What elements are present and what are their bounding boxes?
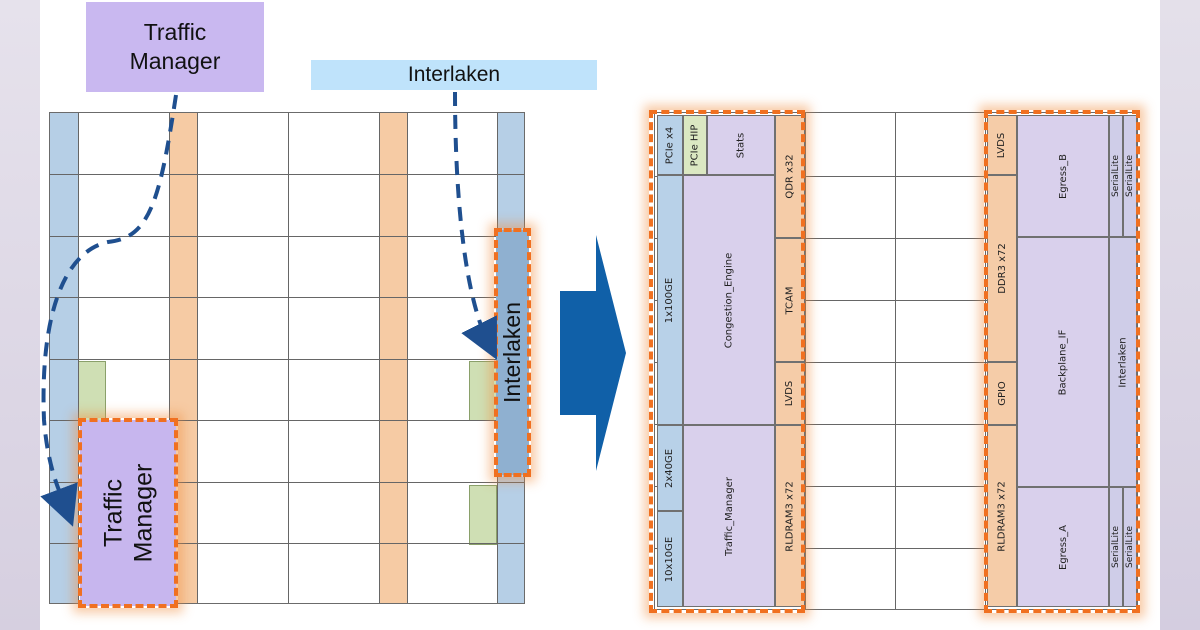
grid-row-line — [655, 486, 1137, 487]
lvds-right-block: LVDS — [987, 115, 1017, 175]
grid-col-line — [379, 113, 380, 603]
seriallite-block: SerialLite — [1109, 115, 1123, 237]
grid-col-line — [407, 113, 408, 603]
grid-col-line — [288, 113, 289, 603]
hip-block — [469, 485, 497, 545]
grid-col-line — [197, 113, 198, 603]
grid-row-line — [50, 236, 524, 237]
grid-row-line — [50, 420, 524, 421]
traffic-manager-arrow — [40, 94, 178, 527]
port-1x100ge-block: 1x100GE — [657, 175, 683, 425]
hip-block — [78, 361, 106, 421]
interlaken-label-text: Interlaken — [407, 63, 501, 86]
traffic-manager-dashed-outline — [78, 418, 178, 608]
port-10x10ge-block: 10x10GE — [657, 511, 683, 607]
grid-col-line — [805, 113, 806, 609]
backplane-if-block: Backplane_IF — [1017, 237, 1109, 487]
pcie-x4-block: PCIe x4 — [657, 115, 683, 175]
gpio-block: GPIO — [987, 362, 1017, 425]
interlaken-label: Interlaken — [311, 60, 597, 90]
right-floorplan-grid: PCIe x4 PCIe HIP Stats QDR x32 1x100GE C… — [654, 112, 1138, 610]
transform-arrow-icon — [560, 235, 626, 471]
stats-block: Stats — [707, 115, 775, 175]
grid-row-line — [655, 176, 1137, 177]
grid-row-line — [655, 548, 1137, 549]
left-partition-dashed-outline — [649, 110, 805, 613]
interlaken-arrow — [453, 91, 497, 360]
grid-row-line — [50, 543, 524, 544]
congestion-engine-block: Congestion_Engine — [683, 175, 775, 425]
grid-row-line — [50, 174, 524, 175]
grid-col-line — [78, 113, 79, 603]
port-2x40ge-block: 2x40GE — [657, 425, 683, 511]
grid-col-line — [169, 113, 170, 603]
egress-b-block: Egress_B — [1017, 115, 1109, 237]
right-side-panel — [1160, 0, 1200, 630]
grid-row-line — [50, 482, 524, 483]
seriallite-block: SerialLite — [1109, 487, 1123, 607]
left-side-panel — [0, 0, 40, 630]
grid-row-line — [50, 359, 524, 360]
grid-col-line — [895, 113, 896, 609]
grid-row-line — [655, 362, 1137, 363]
traffic-manager-block: Traffic_Manager — [683, 425, 775, 607]
right-partition-dashed-outline — [984, 110, 1140, 613]
rldram3-left-block: RLDRAM3 x72 — [775, 425, 805, 607]
interlaken-region: Interlaken — [496, 230, 529, 475]
pcie-hip-block: PCIe HIP — [683, 115, 707, 175]
egress-a-block: Egress_A — [1017, 487, 1109, 607]
grid-row-line — [50, 297, 524, 298]
memory-column-2 — [379, 113, 407, 603]
grid-row-line — [655, 424, 1137, 425]
grid-row-line — [655, 238, 1137, 239]
lvds-left-block: LVDS — [775, 362, 805, 425]
grid-row-line — [655, 300, 1137, 301]
